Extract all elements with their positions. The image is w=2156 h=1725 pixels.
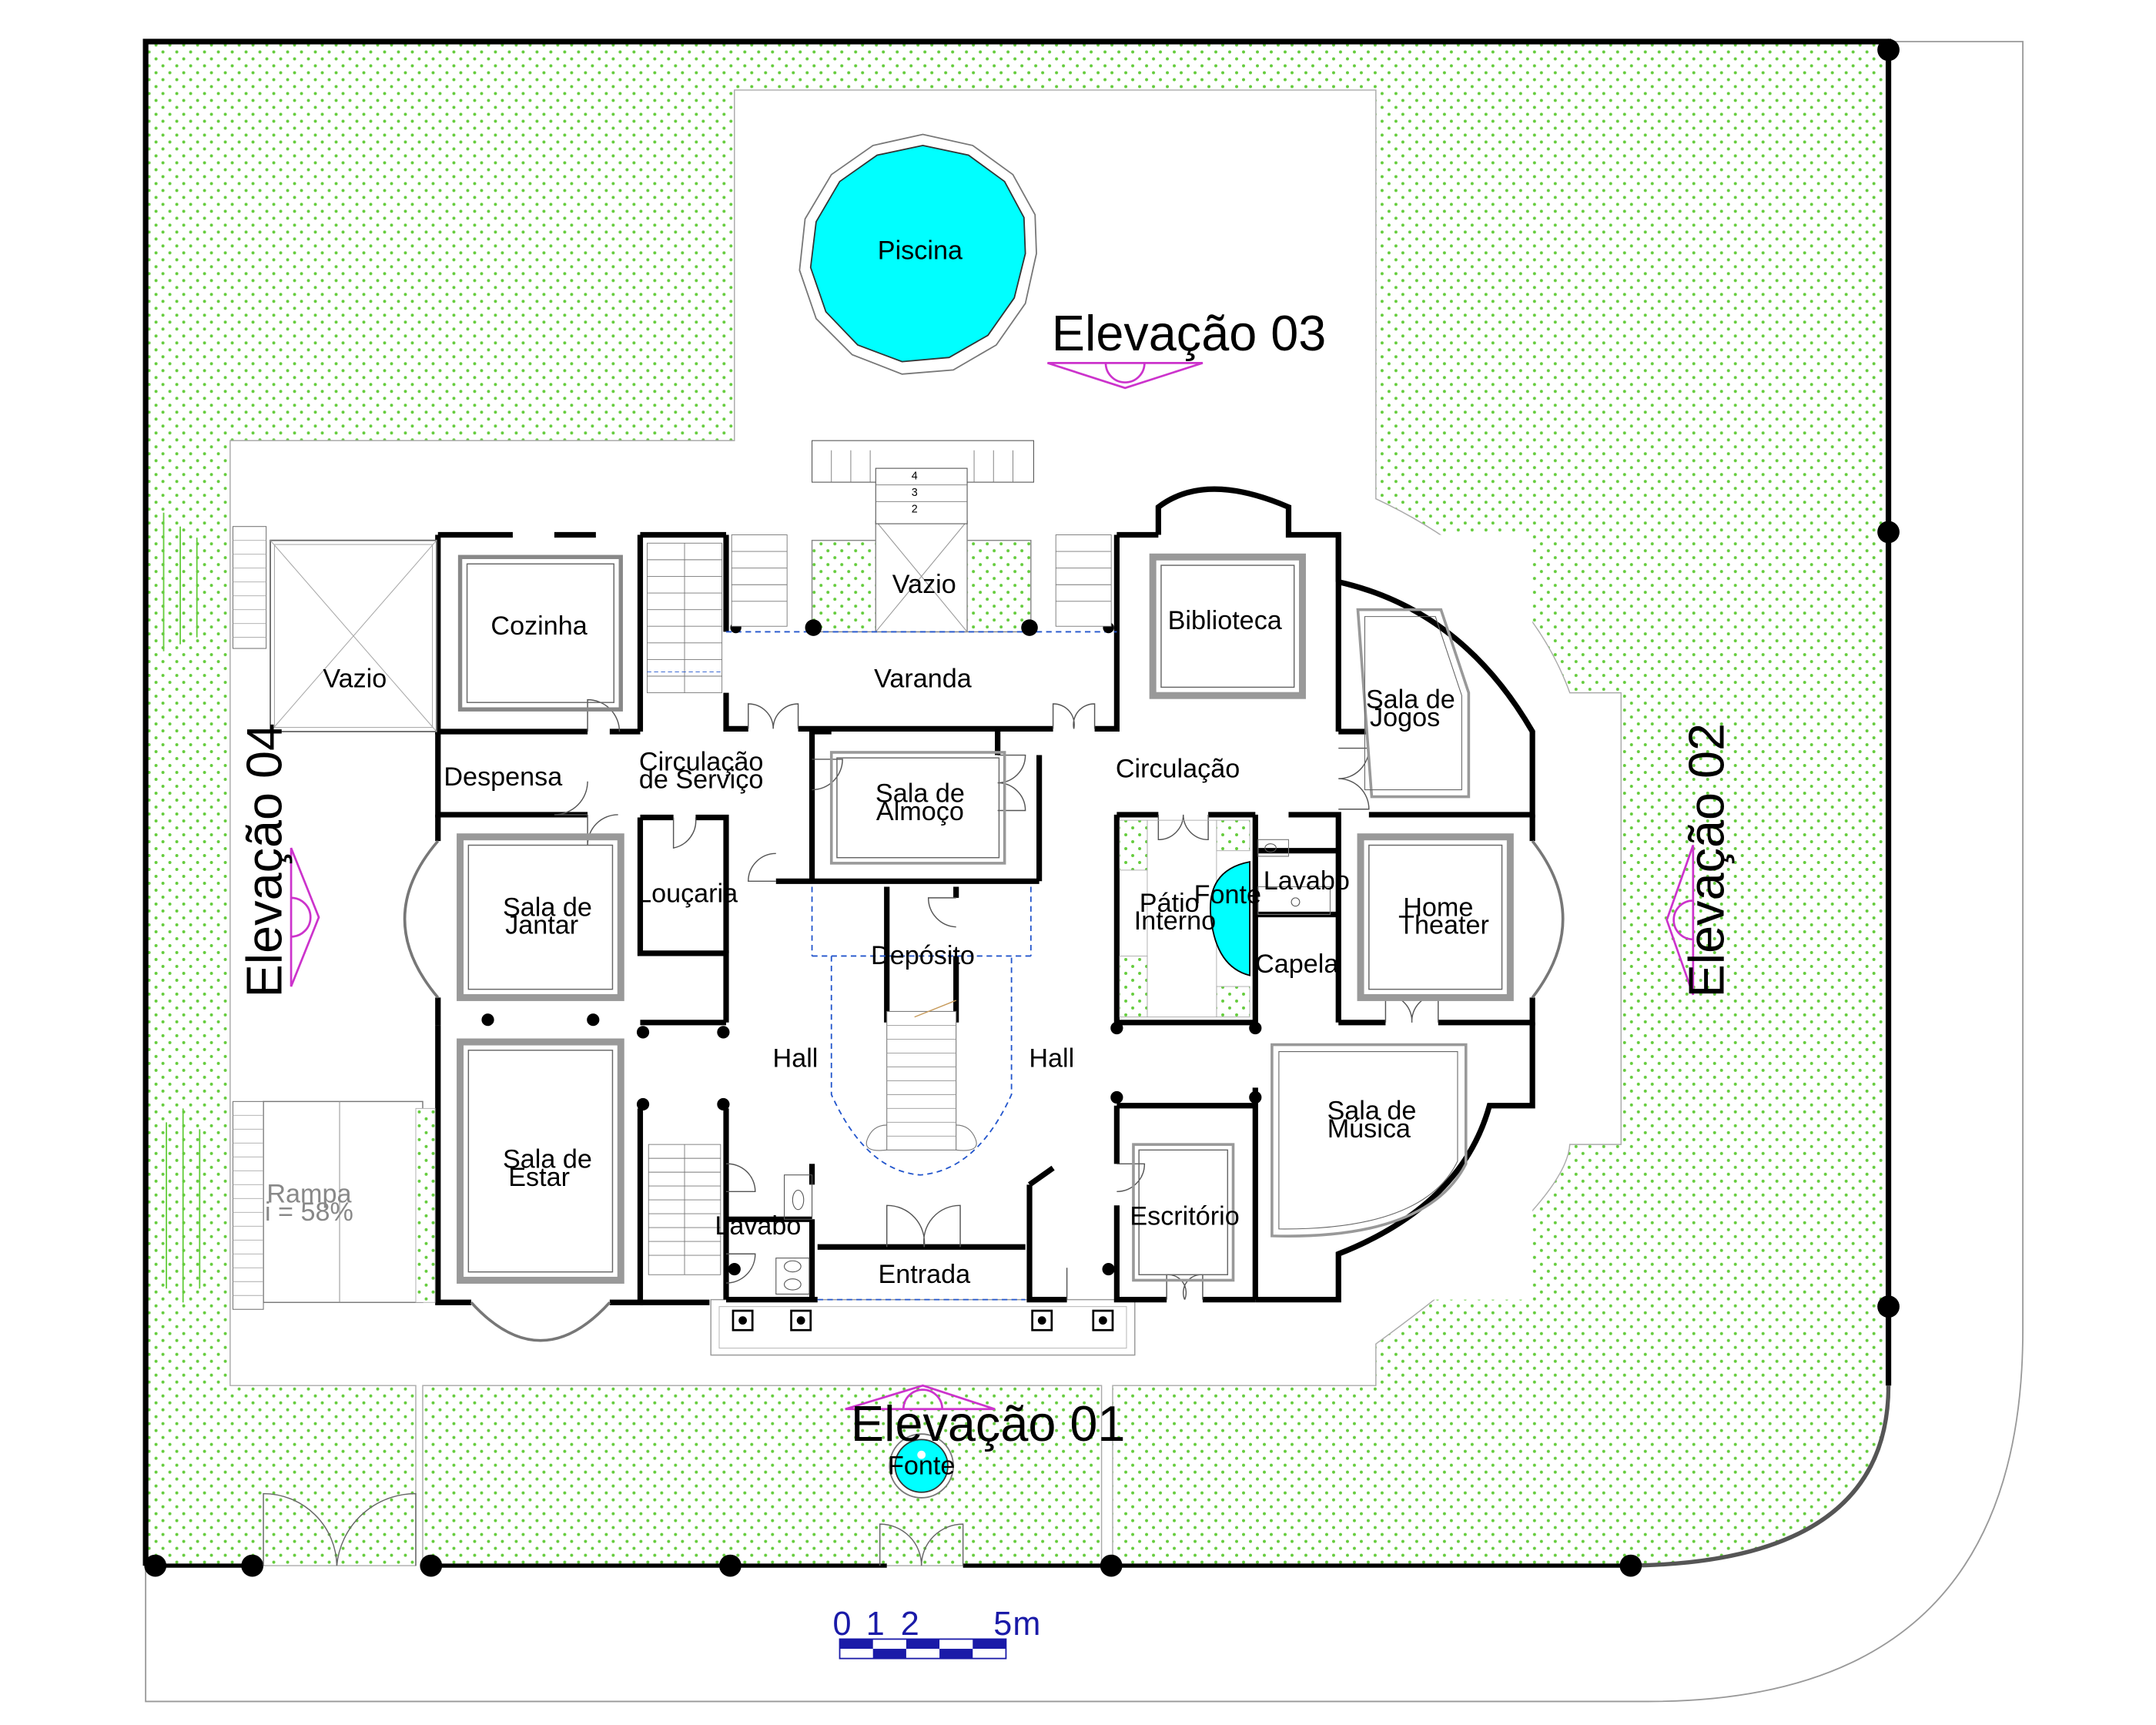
elevation-markers bbox=[290, 362, 1695, 1411]
scale-tick-2: 2 bbox=[901, 1606, 919, 1643]
label-lavabo-1: Lavabo bbox=[1264, 866, 1350, 896]
vazio-lateral-block bbox=[162, 512, 437, 732]
label-circulacao: Circulação bbox=[1116, 754, 1240, 783]
label-escritorio: Escritório bbox=[1130, 1201, 1239, 1231]
label-hall-left: Hall bbox=[773, 1043, 819, 1073]
label-deposito: Depósito bbox=[871, 941, 975, 970]
scale-tick-5: 5 bbox=[993, 1606, 1012, 1643]
lawn-front-middle bbox=[422, 1385, 1103, 1566]
scale-tick-1: 1 bbox=[866, 1606, 885, 1643]
scale-bar: 0 1 2 5 m bbox=[833, 1606, 1040, 1660]
label-varanda: Varanda bbox=[874, 664, 972, 693]
label-home-theater-1: Home bbox=[1403, 893, 1473, 922]
label-sala-jogos-2: Jogos bbox=[1370, 703, 1440, 732]
scale-unit: m bbox=[1013, 1606, 1040, 1643]
walls bbox=[403, 486, 1565, 1342]
label-rampa-2: i = 58% bbox=[265, 1197, 353, 1227]
room-frames bbox=[457, 553, 1514, 1284]
varanda-block: 4 3 2 bbox=[726, 440, 1117, 636]
gate bbox=[263, 1492, 417, 1566]
label-sala-musica-2: Música bbox=[1327, 1114, 1411, 1144]
elevation-03-marker bbox=[1047, 362, 1204, 390]
label-cozinha: Cozinha bbox=[490, 611, 587, 641]
elevation-04-title: Elevação 04 bbox=[236, 723, 292, 997]
label-hall-right: Hall bbox=[1029, 1043, 1074, 1073]
label-sala-almoco-1: Sala de bbox=[875, 779, 965, 809]
post bbox=[719, 1554, 742, 1577]
porch-columns bbox=[732, 1298, 1114, 1331]
pool-label: Piscina bbox=[878, 236, 962, 265]
label-sala-estar-2: Estar bbox=[508, 1163, 570, 1192]
label-capela: Capela bbox=[1255, 950, 1338, 979]
gate bbox=[879, 1523, 964, 1566]
svg-text:3: 3 bbox=[912, 487, 918, 499]
label-sala-musica-1: Sala de bbox=[1327, 1097, 1416, 1126]
scale-tick-0: 0 bbox=[833, 1606, 852, 1643]
site-boundary bbox=[142, 39, 2024, 1703]
columns bbox=[481, 1013, 1262, 1276]
label-sala-jantar-2: Jantar bbox=[505, 911, 578, 940]
elevation-04-marker bbox=[290, 847, 320, 987]
elevation-02-marker bbox=[1666, 845, 1695, 996]
label-lavabo-2: Lavabo bbox=[715, 1211, 801, 1241]
main-stair bbox=[811, 886, 1032, 1176]
post bbox=[241, 1554, 264, 1577]
label-sala-estar-1: Sala de bbox=[503, 1145, 592, 1174]
post bbox=[1877, 39, 1900, 62]
post bbox=[420, 1554, 443, 1577]
label-sala-jantar-1: Sala de bbox=[503, 893, 592, 922]
post bbox=[1877, 1295, 1900, 1318]
label-despensa: Despensa bbox=[444, 762, 562, 792]
lavabo-fixtures bbox=[775, 1174, 813, 1295]
post bbox=[1100, 1554, 1123, 1577]
label-home-theater-2: Theater bbox=[1398, 911, 1489, 940]
secondary-stair bbox=[648, 1144, 721, 1275]
room-labels: Vazio Varanda Vazio Cozinha Despensa Cir… bbox=[265, 570, 1489, 1480]
post bbox=[1877, 521, 1900, 544]
label-fonte-externa: Fonte bbox=[888, 1451, 955, 1480]
elevation-titles: Elevação 01 Elevação 03 Elevação 04 Elev… bbox=[236, 305, 1734, 1452]
label-circulacao-servico-1: Circulação bbox=[639, 747, 763, 776]
post bbox=[144, 1554, 167, 1577]
label-biblioteca: Biblioteca bbox=[1168, 606, 1282, 635]
post bbox=[1619, 1554, 1642, 1577]
label-rampa-1: Rampa bbox=[266, 1180, 351, 1209]
elevation-02-title: Elevação 02 bbox=[1678, 723, 1734, 997]
ramp-block bbox=[166, 1100, 436, 1310]
label-vazio-lateral: Vazio bbox=[323, 664, 387, 693]
label-entrada: Entrada bbox=[878, 1260, 970, 1289]
service-stair bbox=[647, 542, 723, 694]
elevation-01-title: Elevação 01 bbox=[851, 1395, 1125, 1452]
pool-water bbox=[809, 144, 1026, 363]
elevation-01-marker bbox=[845, 1384, 996, 1411]
svg-text:4: 4 bbox=[912, 471, 918, 483]
label-sala-jogos-1: Sala de bbox=[1366, 685, 1455, 714]
label-circulacao-servico-2: de Serviço bbox=[639, 765, 763, 795]
label-vazio-varanda: Vazio bbox=[892, 570, 956, 599]
fountain-interior bbox=[1210, 861, 1250, 976]
label-sala-almoco-2: Almoço bbox=[876, 797, 964, 826]
pool: Piscina bbox=[798, 133, 1037, 375]
svg-text:2: 2 bbox=[912, 504, 918, 516]
fountain-exterior bbox=[889, 1433, 954, 1499]
garden bbox=[145, 41, 1890, 1566]
label-loucaria: Louçaria bbox=[637, 879, 738, 908]
label-patio-2: Interno bbox=[1134, 906, 1216, 936]
elevation-03-title: Elevação 03 bbox=[1052, 305, 1326, 361]
patio-interno bbox=[1119, 819, 1331, 1018]
label-patio-1: Pátio bbox=[1140, 889, 1200, 918]
label-fonte-interna: Fonte bbox=[1194, 880, 1261, 909]
